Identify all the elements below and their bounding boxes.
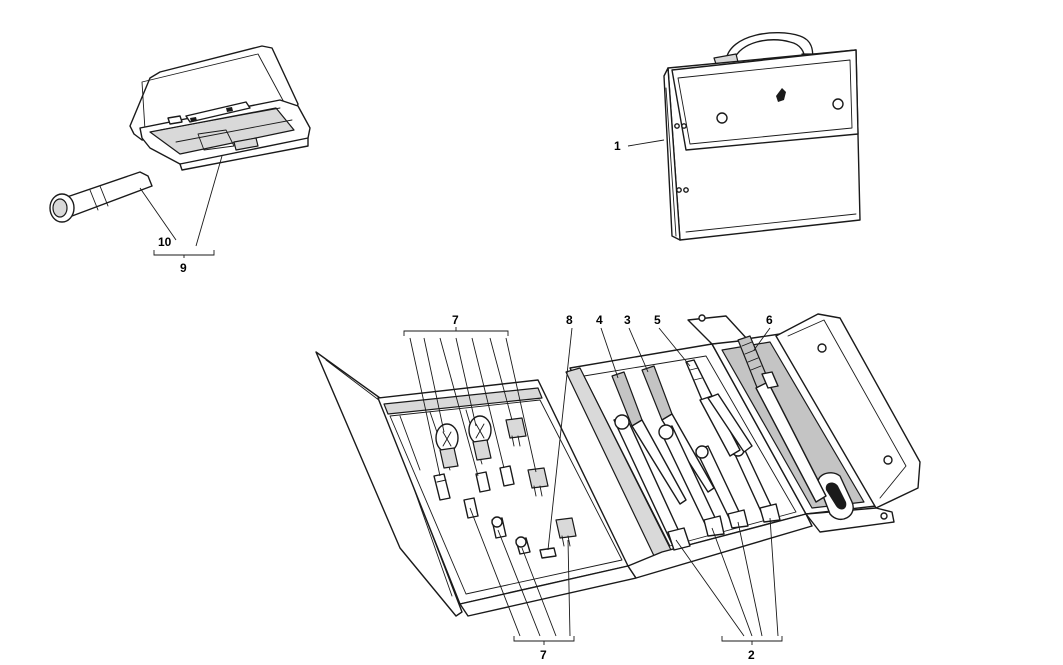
wrench-2b[interactable] (658, 424, 725, 537)
leader-4 (600, 327, 619, 379)
bulb-set[interactable] (433, 415, 577, 559)
wrench-2a[interactable] (613, 414, 691, 551)
callout-6: 6 (766, 313, 773, 327)
callout-5: 5 (654, 313, 661, 327)
fuse-1 (505, 417, 527, 447)
callout-8: 8 (566, 313, 573, 327)
open-tool-roll[interactable] (315, 313, 921, 617)
callout-4: 4 (596, 313, 603, 327)
callout-1: 1 (614, 139, 621, 153)
flashlight-case[interactable] (129, 45, 311, 171)
fuse-3 (555, 517, 577, 547)
bracket-7-top (403, 327, 509, 336)
bracket-7-bottom (513, 636, 575, 645)
leader-9 (195, 155, 223, 247)
leader-8 (547, 327, 573, 551)
wrench-2d[interactable] (731, 443, 781, 523)
bracket-9 (153, 250, 215, 258)
pliers-5[interactable] (685, 359, 753, 457)
bulb-small-1 (433, 473, 451, 501)
tool-bag[interactable] (663, 32, 861, 241)
leaders-2 (675, 517, 779, 637)
callout-2: 2 (748, 648, 755, 662)
leaders-7-top (409, 337, 537, 477)
bulb-small-4 (463, 497, 479, 519)
flashlight[interactable] (49, 171, 153, 223)
callout-7-bottom: 7 (540, 648, 547, 662)
leader-10 (139, 187, 177, 241)
bulb-small-2 (475, 471, 491, 493)
tool-6[interactable] (737, 335, 827, 503)
bulb-small-6 (515, 536, 531, 555)
callout-10: 10 (158, 235, 172, 249)
fuse-small-8 (539, 547, 557, 559)
leader-3 (628, 327, 649, 373)
bulb-small-3 (499, 465, 515, 487)
callout-7-top: 7 (452, 313, 459, 327)
bulb-large-1 (435, 423, 459, 469)
leader-1 (627, 139, 665, 147)
wrench-2c[interactable] (695, 445, 749, 529)
leaders-7-bottom (469, 507, 571, 637)
leader-6 (753, 327, 771, 351)
callout-3: 3 (624, 313, 631, 327)
leader-5 (658, 327, 691, 367)
bulb-large-2 (468, 415, 492, 461)
bracket-2 (721, 636, 783, 645)
callout-9: 9 (180, 261, 187, 275)
screwdriver-4[interactable] (611, 371, 687, 505)
bulb-small-5 (491, 516, 507, 539)
fuse-2 (527, 467, 549, 497)
